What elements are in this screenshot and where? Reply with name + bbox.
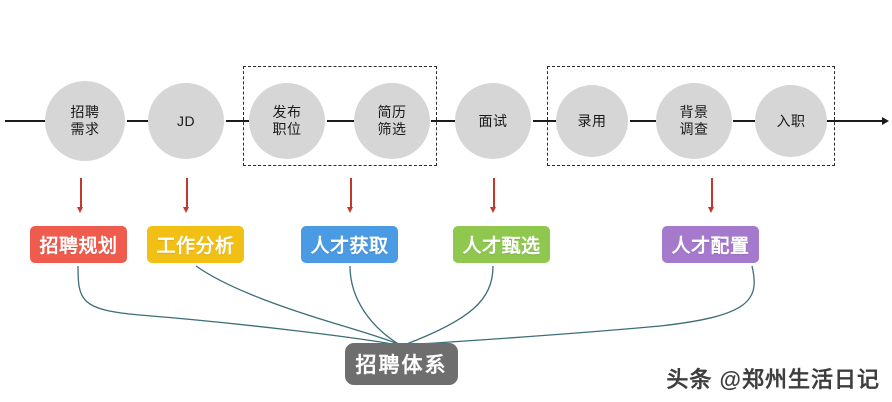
flow-end-arrow-icon xyxy=(882,117,889,125)
capability-box-recruit-planning[interactable]: 招聘规划 xyxy=(28,224,129,265)
red-arrowhead-icon xyxy=(347,207,353,213)
red-arrow-talent-placement xyxy=(711,178,713,208)
curve-talent-placement xyxy=(405,265,755,346)
flow-node-resume-screening[interactable]: 简历 筛选 xyxy=(354,83,430,159)
connector-bgcheck-onboard xyxy=(733,120,755,122)
red-arrow-talent-selection xyxy=(493,178,495,208)
red-arrow-job-analysis xyxy=(186,178,188,208)
flow-node-background-check[interactable]: 背景 调查 xyxy=(656,83,732,159)
connector-interview-offer xyxy=(533,120,557,122)
red-arrow-recruit-planning xyxy=(80,178,82,208)
capability-box-label: 招聘规划 xyxy=(39,236,118,257)
capability-box-job-analysis[interactable]: 工作分析 xyxy=(145,224,246,265)
connector-post-screen xyxy=(327,120,354,122)
flow-node-label: 招聘 需求 xyxy=(70,104,100,137)
flow-node-label: 简历 筛选 xyxy=(377,104,407,137)
capability-box-talent-acquisition[interactable]: 人才获取 xyxy=(299,224,400,265)
curve-talent-acquisition xyxy=(349,265,401,346)
red-arrowhead-icon xyxy=(77,207,83,213)
flow-node-onboarding[interactable]: 入职 xyxy=(755,85,827,157)
curve-talent-selection xyxy=(403,265,494,346)
summary-box-recruitment-system[interactable]: 招聘体系 xyxy=(345,343,458,385)
capability-box-talent-placement[interactable]: 人才配置 xyxy=(660,224,761,265)
curve-recruit-planning xyxy=(77,265,399,346)
watermark-text: 头条 @郑州生活日记 xyxy=(666,367,880,392)
flow-node-label: JD xyxy=(176,112,196,129)
flow-node-label: 发布 职位 xyxy=(272,104,302,137)
capability-box-label: 工作分析 xyxy=(156,236,235,257)
flow-node-label: 录用 xyxy=(577,112,607,129)
flow-node-post-job[interactable]: 发布 职位 xyxy=(249,83,325,159)
connector-lead-in xyxy=(5,120,45,122)
capability-box-label: 人才配置 xyxy=(671,236,750,257)
flow-node-label: 入职 xyxy=(776,112,806,129)
flow-node-label: 面试 xyxy=(478,112,508,129)
capability-box-label: 人才甄选 xyxy=(462,236,541,257)
connector-demand-jd xyxy=(127,120,148,122)
red-arrowhead-icon xyxy=(708,207,714,213)
red-arrowhead-icon xyxy=(183,207,189,213)
dashed-group-acquisition xyxy=(243,66,437,166)
red-arrowhead-icon xyxy=(490,207,496,213)
flow-node-interview[interactable]: 面试 xyxy=(455,83,531,159)
red-arrow-talent-acquisition xyxy=(350,178,352,208)
curve-job-analysis xyxy=(195,265,401,346)
summary-box-label: 招聘体系 xyxy=(355,354,448,377)
connector-screen-interview xyxy=(431,120,455,122)
flow-node-label: 背景 调查 xyxy=(679,104,709,137)
capability-box-talent-selection[interactable]: 人才甄选 xyxy=(451,224,552,265)
flow-node-jd[interactable]: JD xyxy=(148,83,224,159)
dashed-group-placement xyxy=(547,66,835,166)
connector-offer-bgcheck xyxy=(630,120,656,122)
connector-lead-out xyxy=(827,120,884,122)
connector-jd-post xyxy=(226,120,249,122)
flow-node-demand[interactable]: 招聘 需求 xyxy=(45,81,125,161)
capability-box-label: 人才获取 xyxy=(310,236,389,257)
flow-node-offer[interactable]: 录用 xyxy=(556,85,628,157)
